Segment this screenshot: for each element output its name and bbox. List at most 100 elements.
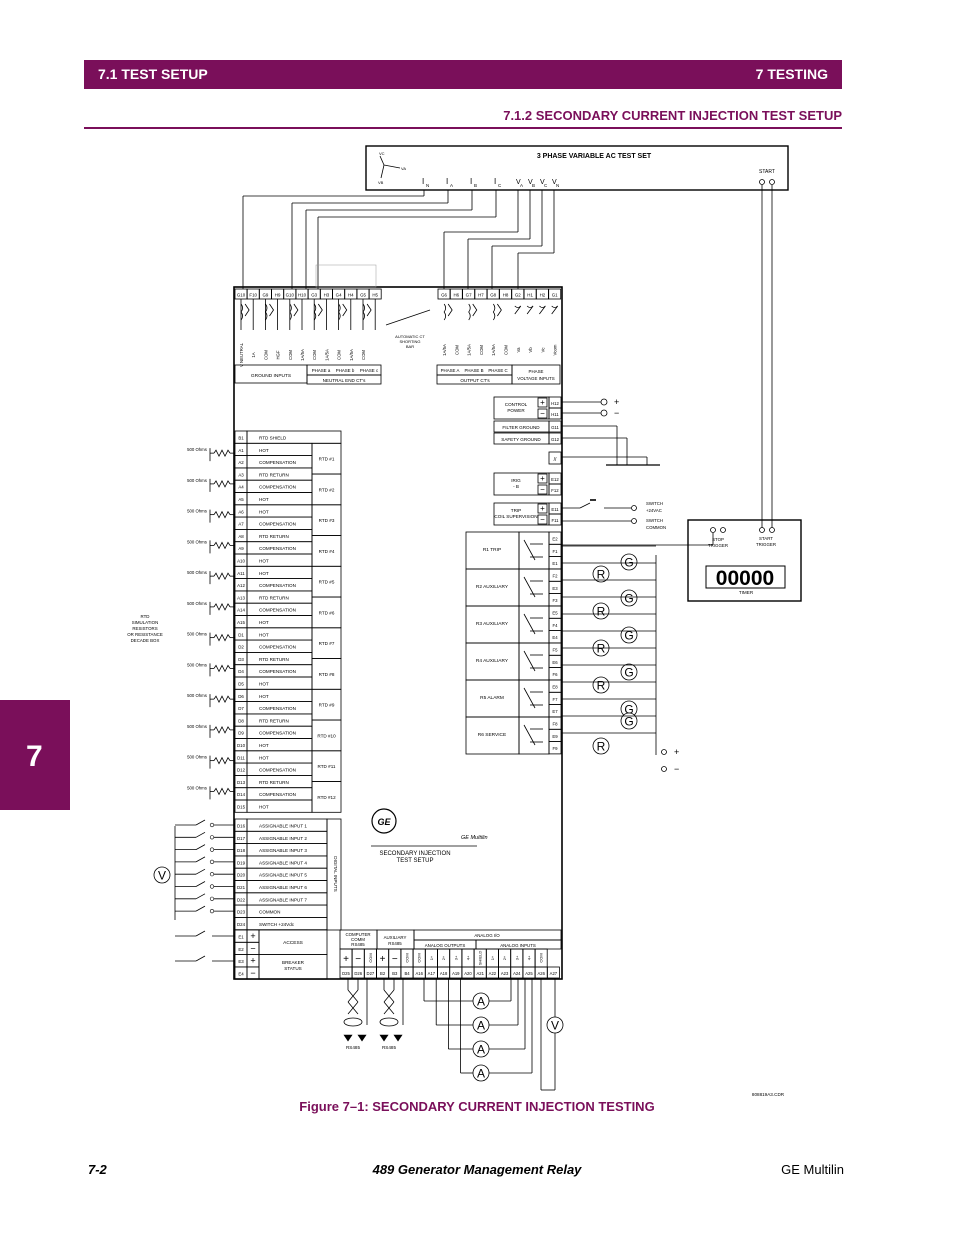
test-set-current-label: I bbox=[470, 177, 472, 186]
ct-input-label: 1A/5A bbox=[442, 344, 447, 356]
power-minus-terminal bbox=[600, 409, 608, 417]
resistor-icon bbox=[213, 664, 231, 673]
timer-stop-label: STOP bbox=[712, 537, 724, 542]
terminal-label: F9 bbox=[552, 746, 558, 751]
resistor-icon bbox=[213, 541, 231, 550]
subsection-title: 7.1.2 SECONDARY CURRENT INJECTION TEST S… bbox=[503, 108, 842, 123]
ct-input-label: COM bbox=[288, 350, 293, 360]
terminal-label: A4 bbox=[238, 485, 244, 490]
relay-contact-box bbox=[518, 642, 550, 681]
power-row-label: - B bbox=[513, 484, 519, 489]
analog-inputs-label: ANALOG INPUTS bbox=[500, 943, 536, 948]
rtd-row-label: COMPENSATION bbox=[259, 731, 296, 736]
ct-input-label: COM bbox=[263, 350, 268, 360]
rtd-group-label: RTD #1 bbox=[319, 457, 335, 462]
switch-contact bbox=[209, 872, 215, 877]
bottom-terminal-label: A18 bbox=[440, 971, 448, 976]
ct-input-label: COM bbox=[454, 345, 459, 355]
terminal-label: D17 bbox=[237, 836, 246, 841]
bottom-terminal-label: A25 bbox=[525, 971, 533, 976]
digital-row-label: ASSIGNABLE INPUT 5 bbox=[259, 873, 307, 878]
terminal-label: D11 bbox=[237, 755, 245, 760]
test-set-current-sub: C bbox=[498, 183, 502, 188]
rtd-row-box bbox=[246, 615, 313, 629]
bottom-sign-label: 4+ bbox=[527, 955, 532, 960]
terminal-label: H12 bbox=[551, 401, 559, 406]
rtd-row-label: HOT bbox=[259, 509, 269, 514]
chapter-tab[interactable]: 7 bbox=[0, 700, 70, 810]
terminal-label: E1 bbox=[238, 935, 244, 940]
test-set-start-label: START bbox=[759, 169, 775, 175]
bottom-terminal-label: A22 bbox=[489, 971, 497, 976]
section-header-bar: 7.1 TEST SETUP 7 TESTING bbox=[84, 60, 842, 89]
rtd-group-label: RTD #12 bbox=[317, 795, 336, 800]
neutral-ct-box bbox=[306, 374, 382, 385]
phasor-label-a: VA bbox=[401, 166, 406, 171]
resistor-icon bbox=[213, 725, 231, 734]
rtd-row-label: HOT bbox=[259, 571, 269, 576]
terminal-label: F3 bbox=[552, 598, 558, 603]
terminal-label: D4 bbox=[238, 669, 244, 674]
terminal-label: A9 bbox=[238, 546, 244, 551]
terminal-label: E2 bbox=[552, 537, 558, 542]
power-row-label: IRIG bbox=[511, 478, 521, 483]
rtd-row-label: HOT bbox=[259, 620, 269, 625]
bottom-sign-label: 3+ bbox=[453, 955, 458, 960]
polarity-sign: − bbox=[250, 943, 255, 953]
rtd-row-label: COMPENSATION bbox=[259, 608, 296, 613]
ct-input-label: 1A/5A bbox=[467, 344, 472, 356]
terminal-label: F8 bbox=[552, 722, 558, 727]
bottom-terminal-label: A16 bbox=[415, 971, 423, 976]
terminal-label: E7 bbox=[552, 709, 558, 714]
brand-name: GE Multilin bbox=[781, 1162, 844, 1177]
rtd-group-label: RTD #6 bbox=[319, 610, 335, 615]
switch-terminal bbox=[631, 518, 637, 524]
breaker-label: STATUS bbox=[284, 966, 301, 971]
rtd-group-label: RTD #5 bbox=[319, 580, 335, 585]
section-title: 7.1 TEST SETUP bbox=[98, 66, 208, 82]
top-terminal-label: G9 bbox=[262, 293, 268, 298]
sign-box bbox=[537, 397, 548, 408]
ct-input-label: V NEUTRAL bbox=[239, 342, 244, 367]
terminal-label: D20 bbox=[237, 873, 246, 878]
rtd-row-box bbox=[246, 799, 313, 813]
switch-contact bbox=[209, 884, 215, 889]
switch-label: COMMON bbox=[646, 525, 666, 530]
rtd-group-label: RTD #9 bbox=[319, 703, 335, 708]
terminal-label: D15 bbox=[237, 805, 246, 810]
ct-input-label: Vc bbox=[540, 347, 545, 353]
digital-row-label: COMMON bbox=[259, 910, 280, 915]
lamp-letter: R bbox=[597, 642, 606, 656]
rtd-group-label: RTD #4 bbox=[319, 549, 335, 554]
terminal-label: H11 bbox=[551, 412, 559, 417]
terminal-label: D3 bbox=[238, 657, 244, 662]
switch-blade bbox=[195, 831, 206, 838]
indicator-lamp-icon bbox=[620, 589, 638, 607]
switch-contact bbox=[209, 835, 215, 840]
resistor-icon bbox=[213, 756, 231, 765]
bottom-terminal-label: D26 bbox=[354, 971, 362, 976]
lamp-letter: R bbox=[597, 679, 606, 693]
rtd-row-box bbox=[246, 676, 313, 690]
access-label: ACCESS bbox=[283, 940, 303, 946]
relay-output-label: R2 AUXILIARY bbox=[476, 584, 509, 590]
terminal-label: D6 bbox=[238, 694, 244, 699]
ct-input-label: 1A/5A bbox=[349, 349, 354, 361]
indicator-lamp-icon bbox=[592, 602, 610, 620]
top-terminal-label: H6 bbox=[453, 293, 459, 298]
power-plus-sign: + bbox=[614, 397, 619, 407]
phase-label: PHASE b bbox=[336, 368, 355, 373]
shorting-bar bbox=[385, 309, 431, 326]
terminal-label: D24 bbox=[237, 922, 246, 927]
top-terminal-label: G1 bbox=[552, 293, 558, 298]
ge-brand-label: GE Multilin bbox=[461, 835, 488, 841]
test-set-voltage-sub: B bbox=[532, 183, 535, 188]
test-set-current-label: I bbox=[494, 177, 496, 186]
lamp-supply-minus bbox=[661, 766, 667, 772]
ct-input-label: 1A/5A bbox=[300, 349, 305, 361]
lamp-plus-sign: + bbox=[674, 747, 679, 757]
top-terminal-label: G7 bbox=[466, 293, 472, 298]
resistor-label: 500 Ohms bbox=[187, 662, 207, 667]
terminal bbox=[548, 407, 562, 420]
rtd-row-label: COMPENSATION bbox=[259, 645, 296, 650]
